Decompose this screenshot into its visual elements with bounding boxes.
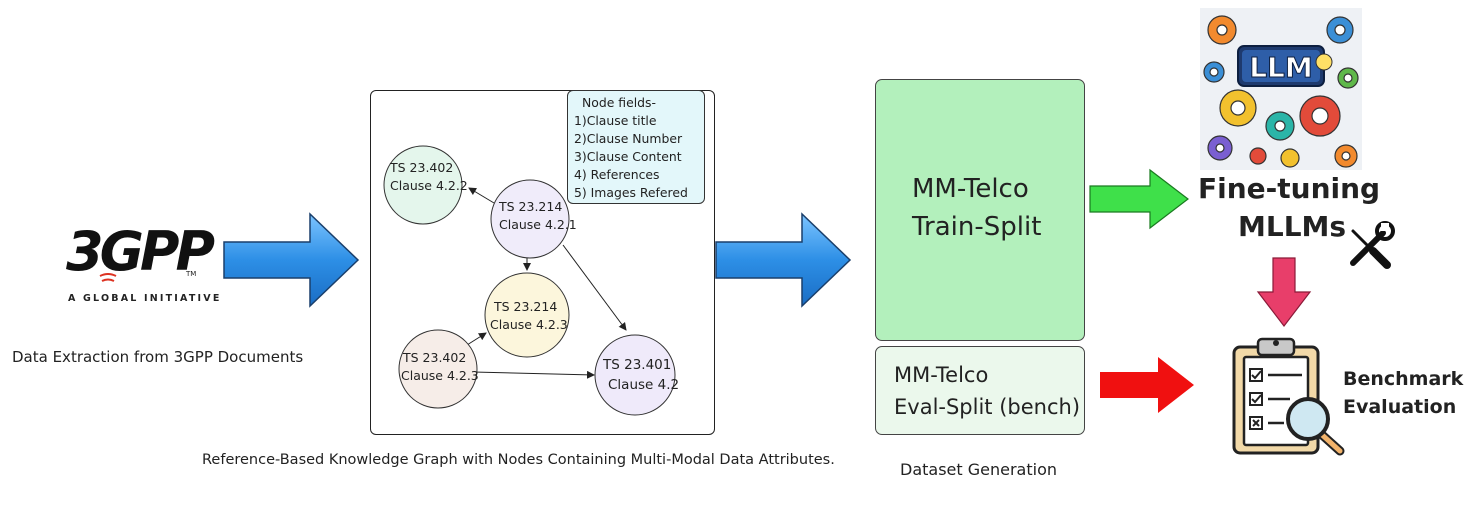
node-label: Clause 4.2.1 [499, 217, 577, 232]
eval-split-box: MM-Telco Eval-Split (bench) [875, 346, 1085, 435]
graph-edge [466, 332, 487, 346]
node-label: Clause 4.2.3 [490, 317, 568, 332]
graph-edge [562, 244, 627, 331]
node-label: TS 23.402 [402, 350, 466, 365]
node-field-item: 2)Clause Number [574, 131, 683, 146]
node-field-item: 5) Images Refered [574, 185, 688, 200]
benchmark-line2: Evaluation [1343, 396, 1457, 418]
wrench-screwdriver-icon [1350, 221, 1395, 269]
red-arrow [1100, 357, 1194, 413]
node-field-item: 3)Clause Content [574, 149, 682, 164]
blue-arrow-2 [715, 212, 852, 308]
pink-down-arrow [1256, 257, 1312, 327]
node-label: TS 23.214 [493, 299, 557, 314]
node-field-item: 4) References [574, 167, 660, 182]
node-label: Clause 4.2 [608, 377, 679, 393]
clipboard-checklist-icon [1232, 337, 1345, 456]
gears-icon: LLM [1200, 8, 1362, 170]
node-label: Clause 4.2.3 [401, 368, 479, 383]
graph-caption: Reference-Based Knowledge Graph with Nod… [202, 452, 835, 468]
train-split-line1: MM-Telco [912, 174, 1029, 204]
blue-arrow-1 [223, 212, 360, 308]
graph-node-ts23214-4.2.1: TS 23.214 Clause 4.2.1 [490, 179, 577, 259]
dataset-caption: Dataset Generation [900, 460, 1057, 479]
train-split-line2: Train-Split [912, 212, 1042, 242]
node-fields-title: Node fields- [582, 95, 656, 110]
llm-badge-text: LLM [1249, 51, 1313, 84]
node-label: TS 23.401 [602, 357, 671, 373]
eval-split-line2: Eval-Split (bench) [894, 395, 1081, 419]
graph-node-ts23402-4.2.2: TS 23.402 Clause 4.2.2 [383, 145, 468, 225]
benchmark-line1: Benchmark [1343, 368, 1464, 390]
node-label: Clause 4.2.2 [390, 178, 468, 193]
train-split-box: MM-Telco Train-Split [875, 79, 1085, 341]
eval-split-line1: MM-Telco [894, 363, 989, 387]
extraction-caption: Data Extraction from 3GPP Documents [12, 348, 304, 366]
node-label: TS 23.214 [498, 199, 562, 214]
3gpp-logo-graphic: 3GPP [66, 220, 218, 283]
graph-edge [472, 370, 595, 379]
llm-illustration: LLM [1200, 8, 1362, 170]
graph-edge [468, 187, 495, 204]
node-label: TS 23.402 [389, 160, 453, 175]
logo-subtitle: A GLOBAL INITIATIVE [68, 293, 222, 304]
finetune-line1: Fine-tuning [1198, 172, 1381, 205]
green-arrow [1089, 168, 1189, 230]
graph-node-ts23401-4.2: TS 23.401 Clause 4.2 [594, 334, 679, 416]
node-field-item: 1)Clause title [574, 113, 657, 128]
knowledge-graph: TS 23.402 Clause 4.2.2 TS 23.214 Clause … [383, 145, 679, 416]
finetune-line2: MLLMs [1238, 210, 1347, 243]
graph-node-ts23214-4.2.3: TS 23.214 Clause 4.2.3 [484, 272, 570, 358]
3gpp-logo-text: 3GPP [66, 220, 214, 283]
logo-tm: TM [186, 270, 197, 278]
3gpp-logo: 3GPP TM A GLOBAL INITIATIVE [60, 220, 220, 310]
graph-node-ts23402-4.2.3: TS 23.402 Clause 4.2.3 [398, 329, 479, 409]
node-fields-box: Node fields- 1)Clause title 2)Clause Num… [567, 90, 705, 204]
magnifier-icon [1286, 397, 1345, 456]
